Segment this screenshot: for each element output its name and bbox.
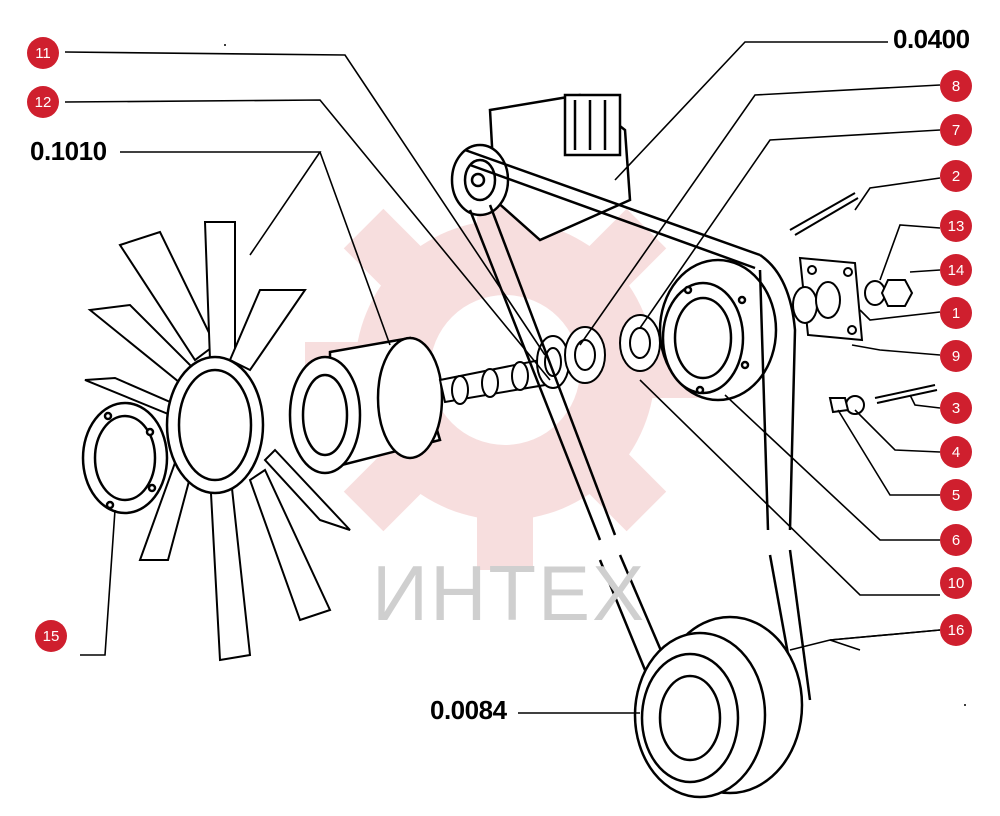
fan-drum	[288, 336, 444, 475]
belt	[464, 148, 812, 721]
callout-5[interactable]: 5	[940, 479, 972, 511]
fan-assembly-code: 0.1010	[30, 136, 107, 166]
callout-14[interactable]: 14	[940, 254, 972, 286]
callout-1[interactable]: 1	[940, 297, 972, 329]
callout-15[interactable]: 15	[35, 620, 67, 652]
callout-11[interactable]: 11	[27, 37, 59, 69]
leader-lines	[64, 41, 941, 714]
callout-13[interactable]: 13	[940, 210, 972, 242]
callout-2[interactable]: 2	[940, 160, 972, 192]
callout-4[interactable]: 4	[940, 436, 972, 468]
spacer-flange	[81, 401, 169, 515]
callout-7[interactable]: 7	[940, 114, 972, 146]
callout-10[interactable]: 10	[940, 567, 972, 599]
fan-hub	[165, 355, 265, 495]
corner-marks	[224, 44, 966, 706]
callout-3[interactable]: 3	[940, 392, 972, 424]
alternator-code: 0.0400	[893, 24, 970, 54]
pump-pulley	[658, 258, 778, 402]
shaft	[438, 358, 547, 405]
callout-6[interactable]: 6	[940, 524, 972, 556]
watermark-text: ИНТЕХ	[372, 549, 647, 637]
callout-8[interactable]: 8	[940, 70, 972, 102]
small-parts	[789, 192, 938, 415]
callout-9[interactable]: 9	[940, 340, 972, 372]
callout-12[interactable]: 12	[27, 86, 59, 118]
crank-pulley	[633, 615, 804, 799]
callout-16[interactable]: 16	[940, 614, 972, 646]
crank-pulley-code: 0.0084	[430, 695, 507, 725]
